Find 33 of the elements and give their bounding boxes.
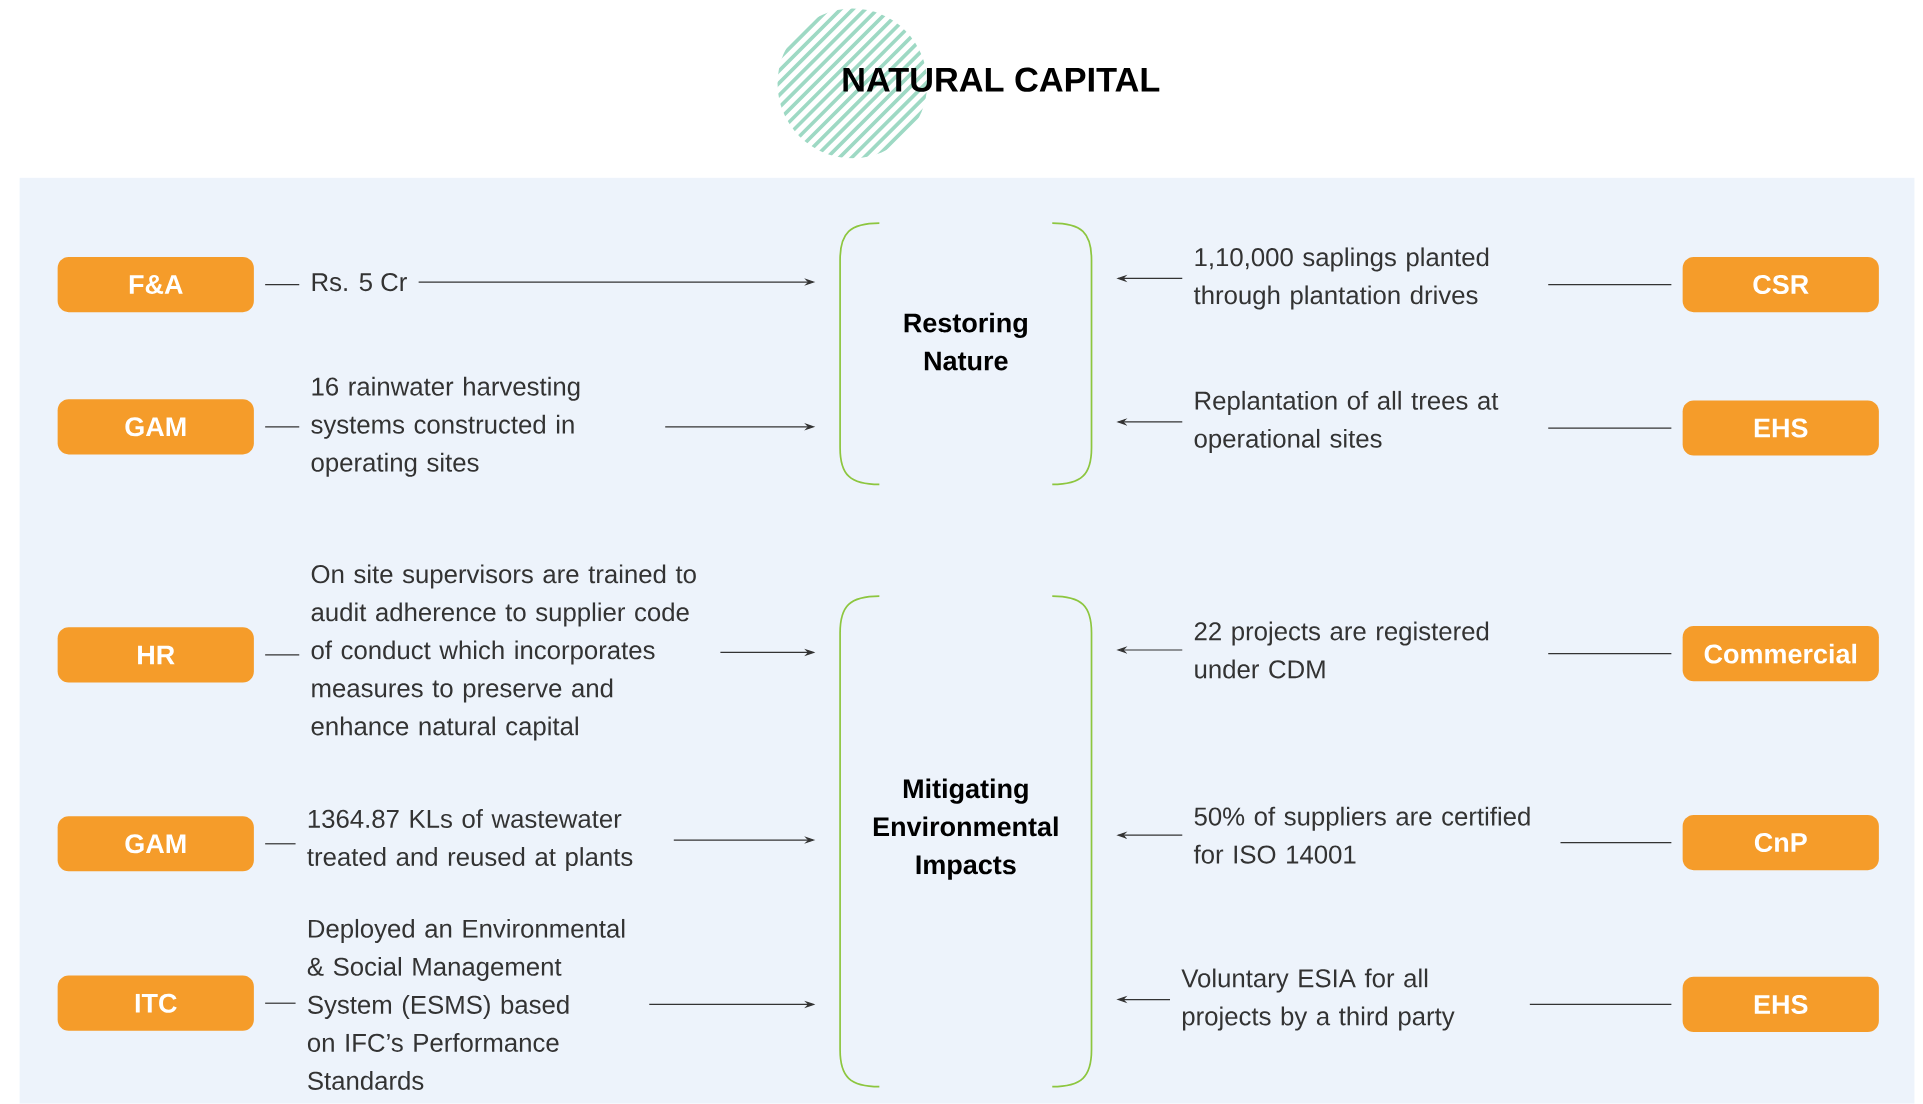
connector-line (1559, 842, 1672, 844)
connector-line (264, 426, 300, 428)
department-box: F&A (57, 257, 254, 313)
bracket-group: Restoring Nature (839, 222, 1093, 486)
description-text: 1,10,000 saplings planted through plantation drives (1193, 247, 1489, 310)
department-box: GAM (57, 816, 254, 872)
department-box: HR (57, 627, 254, 683)
connector-line (264, 1002, 297, 1004)
description-text: 22 projects are registered under CDM (1194, 621, 1489, 679)
description-text: On site supervisors are trained to audit adherence to supplier code of conduct which incorporates measures to preserve and enhance natural capital (311, 564, 696, 741)
department-box: Commercial (1682, 626, 1879, 682)
connector-line (264, 284, 300, 286)
description-text: 1364.87 KLs of wastewater treated and reused at plants (307, 809, 633, 872)
connector-line (1547, 427, 1672, 429)
connector-line (1529, 1003, 1672, 1006)
department-box: CSR (1682, 257, 1879, 313)
connector-line (264, 654, 300, 656)
description-text: Voluntary ESIA for all projects by a third party (1181, 968, 1455, 1031)
description-text: Rs. 5 Cr (312, 273, 407, 292)
department-box: CnP (1682, 815, 1879, 871)
connector-line (264, 843, 297, 845)
description-text: Replantation of all trees at operational sites (1194, 391, 1499, 453)
department-box: EHS (1682, 400, 1879, 456)
department-box: EHS (1682, 976, 1879, 1033)
connector-line (1547, 653, 1672, 655)
department-box: ITC (57, 975, 254, 1031)
description-text: Deployed an Environmental & Social Management System (ESMS) based on IFC’s Performance Standards (307, 919, 625, 1091)
description-text: 16 rainwater harvesting systems constructed in operating sites (311, 376, 580, 477)
department-box: GAM (57, 399, 254, 455)
connector-line (1547, 284, 1672, 286)
description-text: 50% of suppliers are certified for ISO 14001 (1193, 806, 1530, 864)
title: NATURAL CAPITAL (843, 67, 1160, 92)
bracket-group: Mitigating Environmental Impacts (839, 595, 1093, 1088)
